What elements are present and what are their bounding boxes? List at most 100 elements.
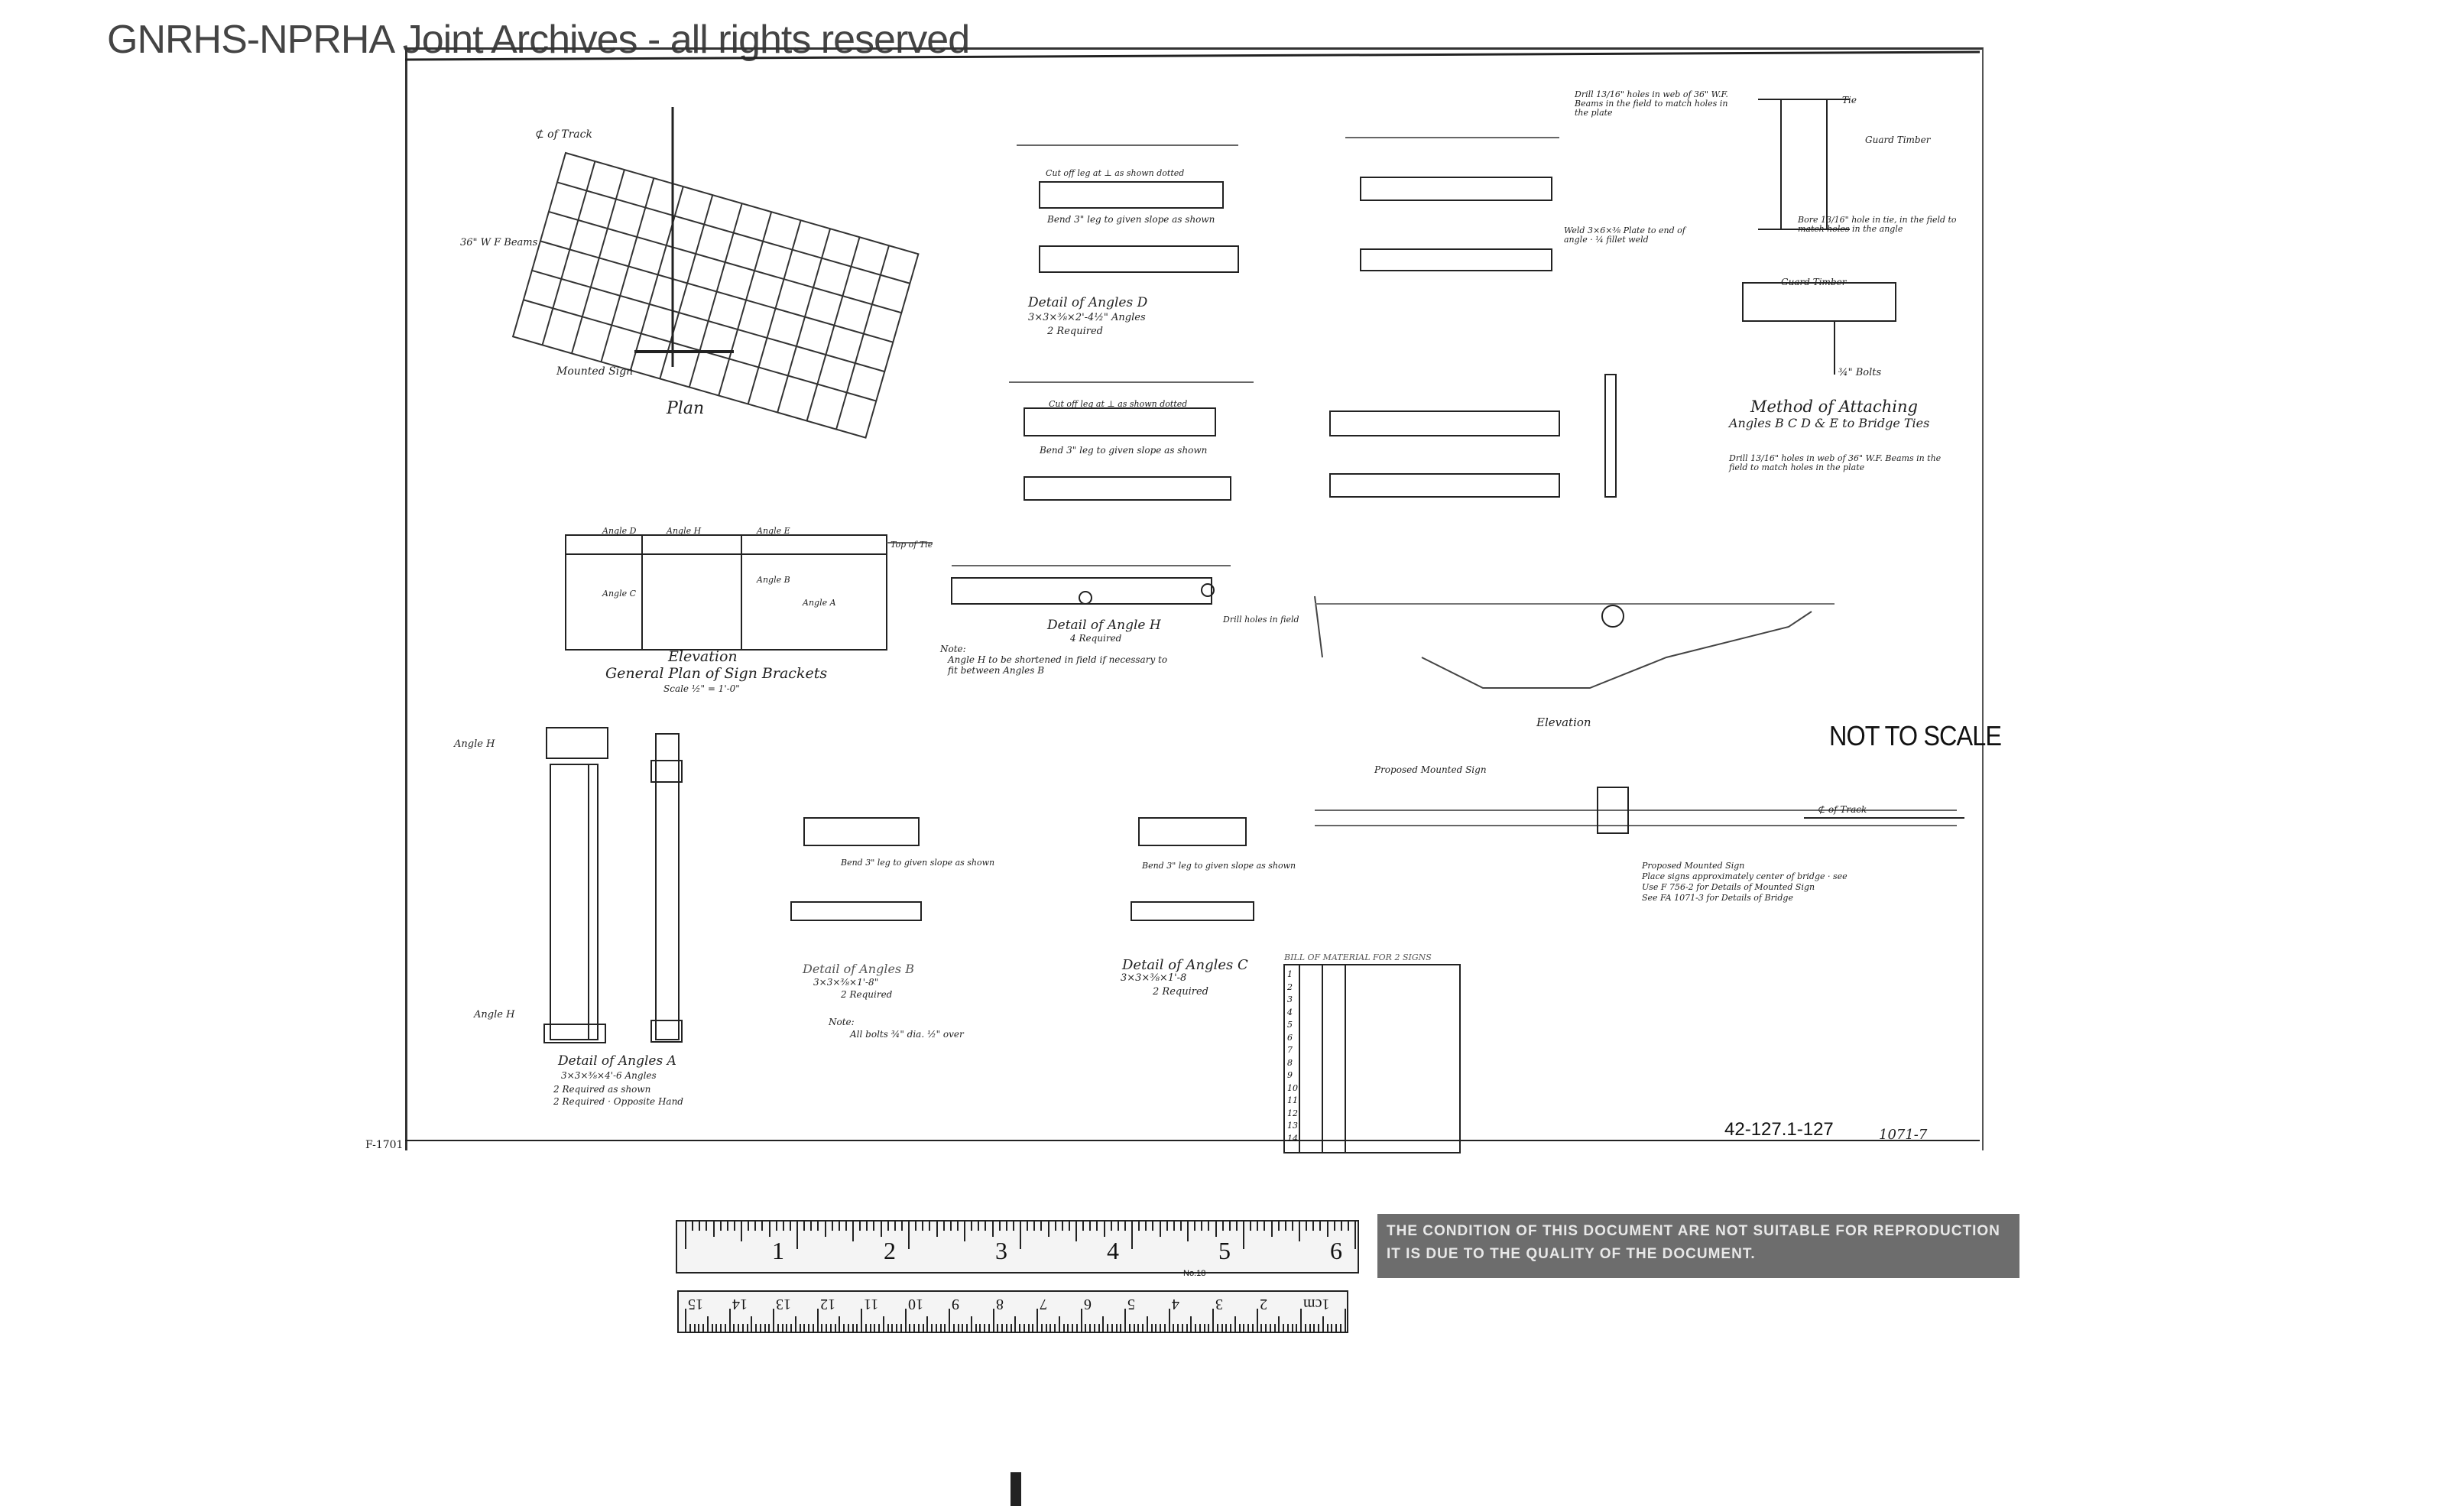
angle-d-tag: Angle D — [602, 526, 637, 536]
ruler-tick — [1023, 1324, 1025, 1332]
ruler-tick — [796, 1222, 798, 1249]
ruler-cm-number: 7 — [1040, 1296, 1047, 1312]
ruler-tick — [880, 1222, 882, 1237]
ruler-tick — [706, 1222, 708, 1231]
ruler-tick — [748, 1222, 750, 1231]
ruler-tick — [689, 1324, 691, 1332]
detail-angle-h-title: Detail of Angle H — [1047, 618, 1161, 633]
ruler-tick — [971, 1222, 973, 1231]
detail-angle-c-title: Detail of Angles C — [1122, 957, 1248, 973]
ruler-tick — [1179, 1222, 1182, 1231]
ruler-tick — [1230, 1324, 1231, 1332]
ruler-tick — [904, 1309, 907, 1332]
ruler-tick — [1278, 1316, 1280, 1332]
cut-leg-note-1: Cut off leg at ⊥ as shown dotted — [1046, 168, 1185, 178]
ruler-tick — [1080, 1309, 1082, 1332]
ruler-tick — [1005, 1324, 1007, 1332]
ruler-tick — [1215, 1222, 1217, 1237]
ruler-cm-number: 11 — [864, 1296, 879, 1312]
ruler-tick — [824, 1222, 826, 1237]
ruler-tick — [1195, 1324, 1196, 1332]
ruler-tick — [1142, 1324, 1144, 1332]
ruler-tick — [764, 1324, 766, 1332]
ruler-tick — [1047, 1222, 1049, 1237]
ruler-inch-number: 3 — [995, 1237, 1007, 1264]
ruler-tick — [1012, 1222, 1014, 1231]
ruler-tick — [866, 1222, 868, 1231]
ruler-tick — [692, 1222, 694, 1231]
notes-label: Note: — [829, 1017, 855, 1027]
detail-angle-b-size: 3×3×⅜×1'-8" — [813, 977, 879, 988]
ruler-tick — [1238, 1324, 1241, 1332]
ruler-tick — [1208, 1324, 1210, 1332]
ruler-tick — [869, 1324, 871, 1332]
ruler-tick — [1054, 1324, 1056, 1332]
ruler-tick — [1216, 1324, 1218, 1332]
ruler-tick — [817, 1222, 819, 1231]
ruler-tick — [838, 1222, 840, 1231]
ruler-tick — [1251, 1324, 1254, 1332]
ruler-tick — [873, 1222, 875, 1231]
ruler-tick — [936, 1222, 938, 1237]
ruler-tick — [1194, 1222, 1196, 1231]
angle-h-note: Angle H to be shortened in field if nece… — [948, 654, 1168, 676]
ruler-tick — [733, 1222, 735, 1231]
ruler-tick — [1062, 1324, 1065, 1332]
ruler-tick — [1284, 1222, 1286, 1231]
drill-holes-label: Drill holes in field — [1223, 615, 1299, 625]
ruler-tick — [1283, 1324, 1284, 1332]
ruler-tick — [1001, 1324, 1003, 1332]
ruler-inch-number: 4 — [1107, 1237, 1119, 1264]
ruler-tick — [1177, 1324, 1179, 1332]
ruler-tick — [997, 1324, 999, 1332]
ruler-tick — [1306, 1222, 1308, 1231]
ruler-tick — [1040, 1324, 1043, 1332]
ruler-tick — [773, 1309, 774, 1332]
ruler-tick — [1124, 1222, 1126, 1231]
ruler-tick — [751, 1316, 753, 1332]
ruler-tick — [931, 1324, 933, 1332]
ruler-tick — [1075, 1324, 1078, 1332]
bill-row-number: 12 — [1287, 1108, 1298, 1118]
ruler-tick — [1331, 1324, 1333, 1332]
ruler-tick — [1128, 1324, 1131, 1332]
ruler-tick — [1208, 1222, 1210, 1231]
detail-angle-d-size: 3×3×⅜×2'-4½" Angles — [1028, 312, 1146, 323]
ruler-tick — [1014, 1316, 1017, 1332]
ruler-tick — [1354, 1222, 1356, 1249]
sheet-number: 1071-7 — [1879, 1127, 1928, 1143]
ruler-tick — [845, 1222, 847, 1231]
ruler-tick — [699, 1222, 701, 1231]
ruler-tick — [1299, 1222, 1300, 1241]
ruler-tick — [908, 1222, 910, 1249]
ruler-tick — [1247, 1324, 1249, 1332]
ruler-tick — [1166, 1222, 1168, 1231]
ruler-tick — [1102, 1316, 1105, 1332]
detail-angle-c-size: 3×3×⅜×1'-8 — [1121, 972, 1187, 984]
ruler-tick — [826, 1324, 827, 1332]
drawing-number: 42-127.1-127 — [1724, 1119, 1834, 1140]
ruler-tick — [706, 1316, 709, 1332]
ruler-tick — [1072, 1324, 1073, 1332]
ruler-tick — [1173, 1222, 1175, 1231]
guard-timber-label-top: Guard Timber — [1865, 135, 1931, 145]
ruler-tick — [789, 1222, 791, 1231]
ruler-tick — [768, 1324, 770, 1332]
ruler-tick — [1110, 1222, 1112, 1231]
scale-label: Scale ½" = 1'-0" — [663, 683, 740, 694]
ruler-tick — [1089, 1222, 1092, 1231]
angle-a-tag: Angle A — [803, 598, 836, 608]
ruler-tick — [1322, 1316, 1324, 1332]
ruler-tick — [755, 1324, 757, 1332]
ruler-tick — [702, 1324, 704, 1332]
ruler-tick — [831, 1222, 833, 1231]
ruler-tick — [1335, 1324, 1337, 1332]
angle-c-tag: Angle C — [602, 589, 637, 599]
ruler-tick — [1186, 1324, 1188, 1332]
ruler-tick — [1326, 1324, 1328, 1332]
ruler-tick — [952, 1324, 955, 1332]
ruler-tick — [1181, 1324, 1183, 1332]
ruler-tick — [759, 1324, 761, 1332]
bill-row-number: 3 — [1287, 994, 1293, 1004]
ruler-tick — [1111, 1324, 1113, 1332]
